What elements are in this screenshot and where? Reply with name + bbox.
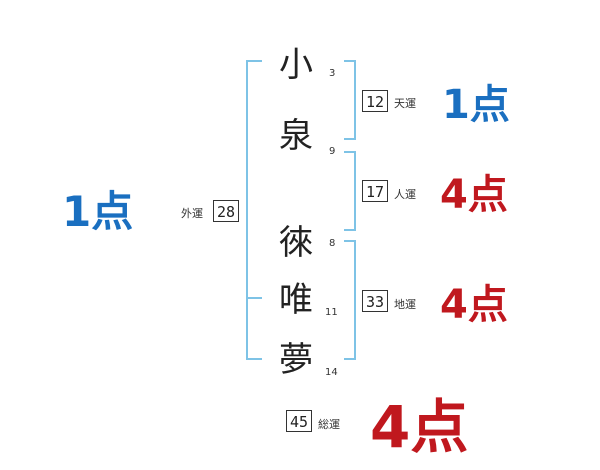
tenun-bracket-spine: [354, 60, 356, 140]
outer-bracket-spine: [246, 60, 248, 360]
name-char-3: 徠: [279, 223, 313, 263]
stroke-count-5: 14: [325, 367, 338, 378]
stroke-count-2: 9: [329, 146, 336, 157]
jinun-bracket-bottom: [344, 229, 356, 231]
tenun-bracket-top: [344, 60, 356, 62]
jinun-label: 人運: [394, 188, 416, 201]
jinun-bracket-top: [344, 151, 356, 153]
stroke-count-4: 11: [325, 307, 338, 318]
stroke-count-1: 3: [329, 68, 336, 79]
souun-score: 4点: [370, 393, 469, 461]
souun-label: 総運: [318, 418, 340, 431]
gaiun-label: 外運: [181, 207, 203, 220]
jinun-value-box: 17: [362, 180, 388, 202]
name-char-1: 小: [279, 45, 313, 85]
name-char-5: 夢: [279, 340, 313, 380]
tenun-value-box: 12: [362, 90, 388, 112]
chiun-bracket-bottom: [344, 358, 356, 360]
outer-bracket-top: [246, 60, 262, 62]
chiun-label: 地運: [394, 298, 416, 311]
outer-bracket-mid: [246, 297, 262, 299]
chiun-score: 4点: [440, 282, 508, 328]
tenun-label: 天運: [394, 97, 416, 110]
stroke-count-3: 8: [329, 238, 336, 249]
jinun-bracket-spine: [354, 151, 356, 231]
gaiun-value-box: 28: [213, 200, 239, 222]
tenun-score: 1点: [442, 82, 510, 128]
chiun-bracket-spine: [354, 240, 356, 360]
chiun-bracket-top: [344, 240, 356, 242]
souun-value-box: 45: [286, 410, 312, 432]
tenun-bracket-bottom: [344, 138, 356, 140]
chiun-value-box: 33: [362, 290, 388, 312]
name-char-4: 唯: [279, 280, 313, 320]
name-char-2: 泉: [279, 116, 313, 156]
jinun-score: 4点: [440, 172, 508, 218]
left-score: 1点: [62, 187, 134, 236]
outer-bracket-bottom: [246, 358, 262, 360]
